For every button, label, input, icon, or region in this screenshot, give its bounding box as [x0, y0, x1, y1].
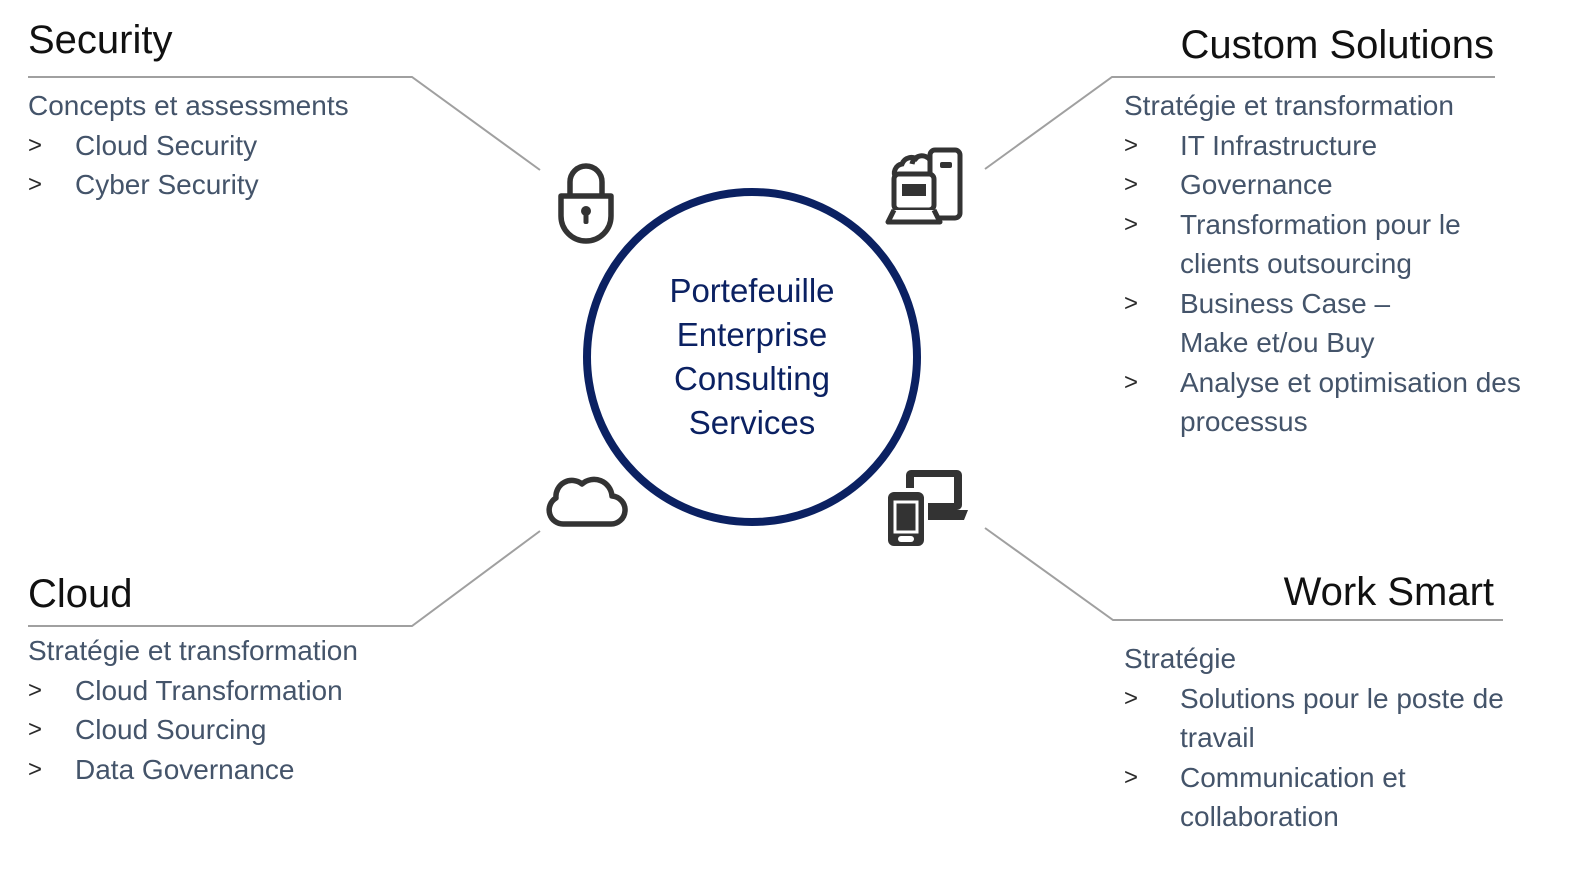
section-title-security: Security	[28, 18, 173, 62]
section-subtitle: Stratégie et transformation	[1124, 90, 1454, 121]
item-label: Analyse et optimisation des processus	[1180, 366, 1521, 438]
list-item: > Transformation pour le clients outsourc…	[1124, 205, 1510, 284]
list-item: > Data Governance	[28, 750, 358, 790]
chevron-right-icon: >	[1124, 368, 1139, 396]
item-label: Cloud Sourcing	[75, 714, 267, 745]
connector-custom-solutions	[984, 76, 1495, 170]
chevron-right-icon: >	[28, 676, 43, 704]
item-label: Communication et collaboration	[1180, 761, 1406, 833]
chevron-right-icon: >	[28, 131, 43, 159]
center-line: Services	[688, 404, 816, 441]
devices-icon	[884, 470, 968, 550]
list-item: > Analyse et optimisation des processus	[1124, 363, 1580, 442]
section-subtitle: Stratégie	[1124, 643, 1237, 674]
item-list: > IT Infrastructure > Governance > Transfor…	[1124, 126, 1521, 442]
list-item: > Cloud Sourcing	[28, 710, 358, 750]
section-work-smart: Stratégie > Solutions pour le poste de tr…	[1124, 639, 1570, 837]
chevron-right-icon: >	[28, 171, 43, 198]
section-subtitle: Concepts et assessments	[28, 90, 349, 121]
center-line: Portefeuille	[669, 272, 835, 309]
item-label: Cloud Transformation	[75, 674, 343, 706]
center-line: Enterprise	[676, 316, 828, 353]
item-list: > Cloud Security > Cyber Security	[28, 126, 349, 205]
item-label: Data Governance	[75, 753, 295, 785]
chevron-right-icon: >	[1124, 210, 1139, 238]
section-security: Concepts et assessments > Cloud Security …	[28, 86, 349, 205]
item-label: Solutions pour le poste de travail	[1180, 682, 1504, 754]
section-subtitle: Stratégie et transformation	[28, 635, 358, 666]
item-label: Transformation pour le clients outsourci…	[1180, 208, 1461, 280]
section-cloud: Stratégie et transformation > Cloud Trans…	[28, 631, 358, 789]
center-label: Portefeuille Enterprise Consulting Servi…	[622, 269, 882, 445]
chevron-right-icon: >	[28, 716, 43, 743]
list-item: > Solutions pour le poste de travail	[1124, 679, 1570, 758]
item-label: IT Infrastructure	[1180, 129, 1378, 161]
item-label: Cyber Security	[75, 169, 259, 200]
connector-work-smart	[984, 527, 1503, 621]
chevron-right-icon: >	[1124, 131, 1139, 159]
chevron-right-icon: >	[1124, 763, 1139, 791]
list-item: > Cyber Security	[28, 165, 349, 205]
list-item: > IT Infrastructure	[1124, 126, 1464, 166]
item-label: Governance	[1180, 169, 1333, 200]
chevron-right-icon: >	[1124, 684, 1139, 712]
item-label: Business Case – Make et/ou Buy	[1180, 287, 1391, 359]
item-label: Cloud Security	[75, 129, 258, 161]
connector-security	[28, 76, 541, 171]
section-title-cloud: Cloud	[28, 572, 133, 616]
cloud-computer-server-icon	[885, 147, 963, 225]
center-line: Consulting	[674, 360, 830, 397]
list-item: > Governance	[1124, 165, 1464, 205]
list-item: > Communication et collaboration	[1124, 758, 1500, 837]
connector-cloud	[28, 530, 541, 627]
chevron-right-icon: >	[28, 755, 43, 783]
chevron-right-icon: >	[1124, 171, 1139, 198]
lock-icon	[558, 163, 614, 244]
section-custom-solutions: Stratégie et transformation > IT Infrastr…	[1124, 86, 1544, 442]
cloud-icon	[546, 476, 628, 527]
section-title-custom-solutions: Custom Solutions	[1180, 23, 1494, 67]
center-circle: Portefeuille Enterprise Consulting Servi…	[583, 188, 921, 526]
list-item: > Business Case – Make et/ou Buy	[1124, 284, 1430, 363]
list-item: > Cloud Security	[28, 126, 349, 166]
item-list: > Solutions pour le poste de travail > Com…	[1124, 679, 1570, 837]
item-list: > Cloud Transformation > Cloud Sourcing > D…	[28, 671, 358, 790]
chevron-right-icon: >	[1124, 289, 1139, 317]
list-item: > Cloud Transformation	[28, 671, 358, 711]
section-title-work-smart: Work Smart	[1283, 570, 1494, 614]
